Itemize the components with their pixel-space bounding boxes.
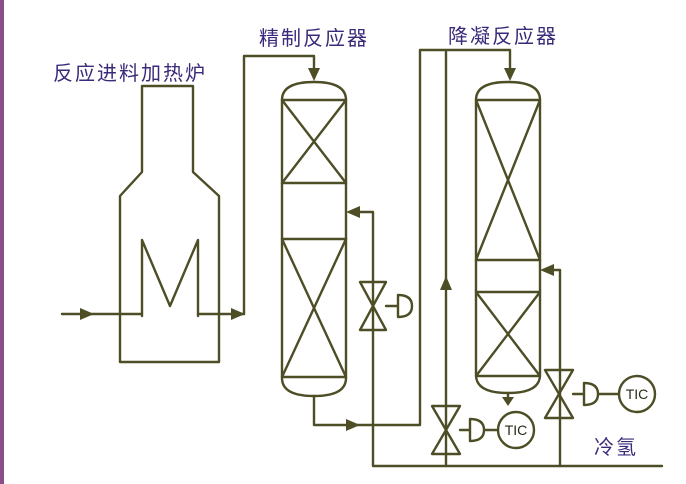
hydrocracking-inlet-arrow — [504, 68, 516, 81]
left-border — [0, 0, 4, 484]
transfer-line-to-hydrocracking — [354, 48, 512, 427]
refining-reactor-label: 精制反应器 — [259, 26, 369, 50]
transfer-line-to-refining — [242, 54, 316, 316]
hydrocracking-valve-actuator — [571, 381, 620, 407]
refining-bed-top — [280, 98, 348, 185]
refining-bed-bottom — [280, 237, 348, 379]
heater-outlet-arrow — [231, 308, 245, 320]
hydrocracking-bed-bottom — [474, 290, 542, 378]
refining-quench-line — [350, 210, 375, 432]
bypass-valve-actuator — [458, 417, 500, 443]
cold-hydrogen-label: 冷氢 — [594, 435, 638, 459]
refining-valve-actuator — [384, 293, 414, 319]
feed-arrow — [80, 308, 94, 320]
refining-quench-arrow — [346, 206, 360, 218]
hydrocracking-quench-arrow — [540, 264, 554, 276]
bypass-control-valve — [430, 404, 462, 456]
bypass-arrow — [440, 276, 452, 290]
refining-inlet-arrow — [308, 68, 320, 81]
hydrocracking-control-valve — [543, 368, 575, 420]
heater-coil — [140, 238, 200, 318]
refining-control-valve — [358, 280, 388, 332]
tic-1-label: TIC — [505, 422, 528, 438]
heater-body — [118, 84, 221, 364]
hydrocracking-bed-top — [474, 98, 542, 262]
hydrocracking-quench-line — [544, 268, 562, 468]
tic-instrument-2 — [617, 374, 657, 414]
tic-2-label: TIC — [626, 386, 649, 402]
heater-label: 反应进料加热炉 — [53, 61, 207, 85]
refining-outlet-arrow — [346, 419, 360, 431]
cold-hydrogen-header — [371, 428, 664, 468]
hydrocracking-reactor-label: 降凝反应器 — [448, 24, 558, 48]
refining-outlet-line — [312, 394, 358, 427]
hydrocracking-outlet-arrow — [502, 397, 514, 406]
